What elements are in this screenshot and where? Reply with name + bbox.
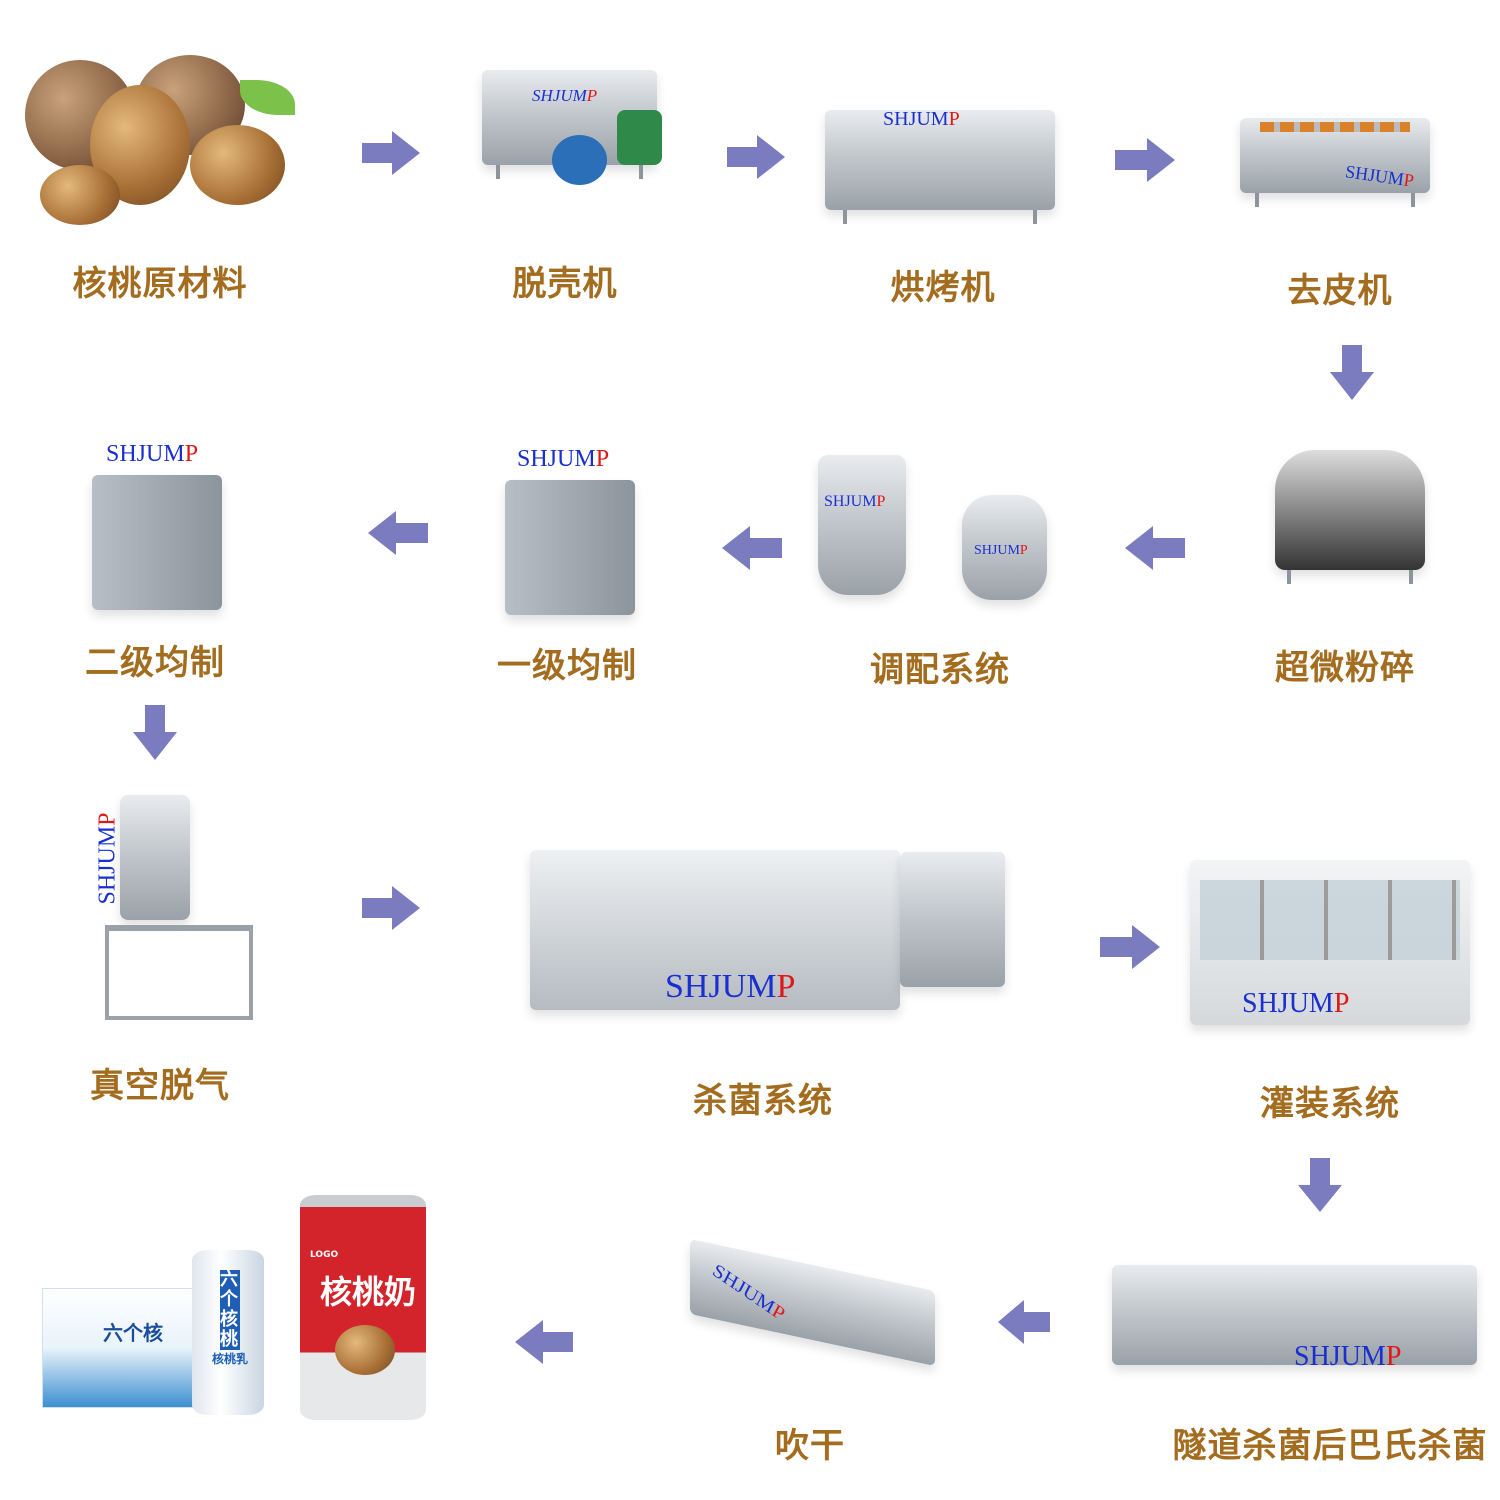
step-label-ultrafine-grinding: 超微粉碎 [1275, 648, 1415, 688]
shelling-machine-image: SHJUMP [482, 70, 662, 185]
arrow-right-icon [1115, 138, 1175, 182]
blending-tank-2-image: SHJUMP [962, 495, 1047, 600]
primary-homogenizer-image: SHJUMP [505, 446, 635, 615]
arrow-down-icon [133, 705, 177, 760]
arrow-left-icon [998, 1300, 1050, 1344]
peeling-machine-image: SHJUMP [1240, 118, 1430, 207]
arrow-down-icon [1298, 1158, 1342, 1212]
product-can-white: 六个核桃 核桃乳 [192, 1250, 264, 1415]
sterilization-system-image: SHJUMP [530, 850, 900, 1010]
step-label-air-drying: 吹干 [775, 1426, 845, 1466]
arrow-right-icon [362, 886, 420, 930]
step-label-secondary-homogenization: 二级均制 [85, 643, 225, 683]
arrow-left-icon [722, 526, 782, 570]
step-label-sterilization-system: 杀菌系统 [693, 1081, 833, 1121]
arrow-right-icon [1100, 925, 1160, 969]
step-label-blending-system: 调配系统 [870, 650, 1010, 690]
step-label-peeling-machine: 去皮机 [1287, 271, 1393, 311]
secondary-homogenizer-image: SHJUMP [92, 441, 222, 610]
roasting-machine-image: SHJUMP [825, 108, 1055, 224]
step-label-shelling-machine: 脱壳机 [512, 264, 618, 304]
filling-system-image: SHJUMP [1190, 860, 1470, 1025]
step-label-vacuum-degassing: 真空脱气 [90, 1066, 230, 1106]
vacuum-degasser-frame [105, 925, 253, 1020]
step-label-roasting-machine: 烘烤机 [890, 268, 996, 308]
arrow-right-icon [362, 131, 420, 175]
tunnel-pasteurizer-image: SHJUMP [1112, 1265, 1477, 1372]
vacuum-degasser-image: SHJUMP [95, 795, 190, 920]
product-box-title: 六个核 [103, 1321, 163, 1345]
air-dryer-image: SHJUMP [690, 1238, 935, 1367]
step-label-primary-homogenization: 一级均制 [497, 646, 637, 686]
arrow-right-icon [727, 135, 785, 179]
blending-tank-1-image: SHJUMP [818, 455, 906, 595]
step-label-tunnel-pasteurization: 隧道杀菌后巴氏杀菌 [1172, 1426, 1488, 1466]
sterilization-control-cabinet [900, 852, 1005, 987]
arrow-left-icon [368, 511, 428, 555]
step-label-walnut-raw-material: 核桃原材料 [72, 264, 248, 304]
product-box-image: 六个核 [42, 1288, 209, 1408]
arrow-left-icon [515, 1320, 573, 1364]
arrow-down-icon [1330, 345, 1374, 400]
ultrafine-grinder-image [1275, 450, 1425, 584]
walnut-raw-material-image [25, 55, 295, 225]
step-label-filling-system: 灌装系统 [1260, 1084, 1400, 1124]
product-can-red: LOGO 核桃奶 [300, 1195, 426, 1420]
arrow-left-icon [1125, 526, 1185, 570]
